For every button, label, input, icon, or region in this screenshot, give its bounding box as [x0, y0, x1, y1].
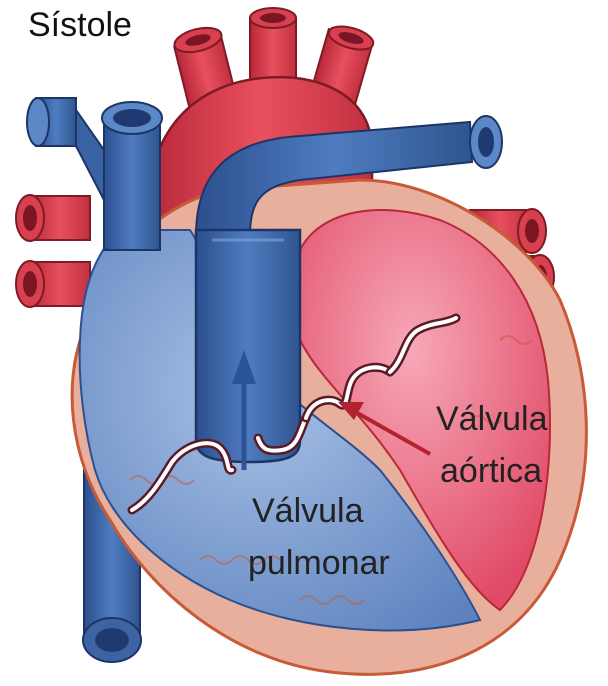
pulmonary-veins-right [16, 195, 90, 307]
aortic-valve-label-line2: aórtica [440, 452, 542, 490]
aortic-valve-label-line1: Válvula [436, 400, 548, 438]
pulmonary-valve-label-line2: pulmonar [248, 544, 390, 582]
pulmonary-valve-label-line1: Válvula [252, 492, 364, 530]
diagram-title: Sístole [28, 6, 132, 45]
